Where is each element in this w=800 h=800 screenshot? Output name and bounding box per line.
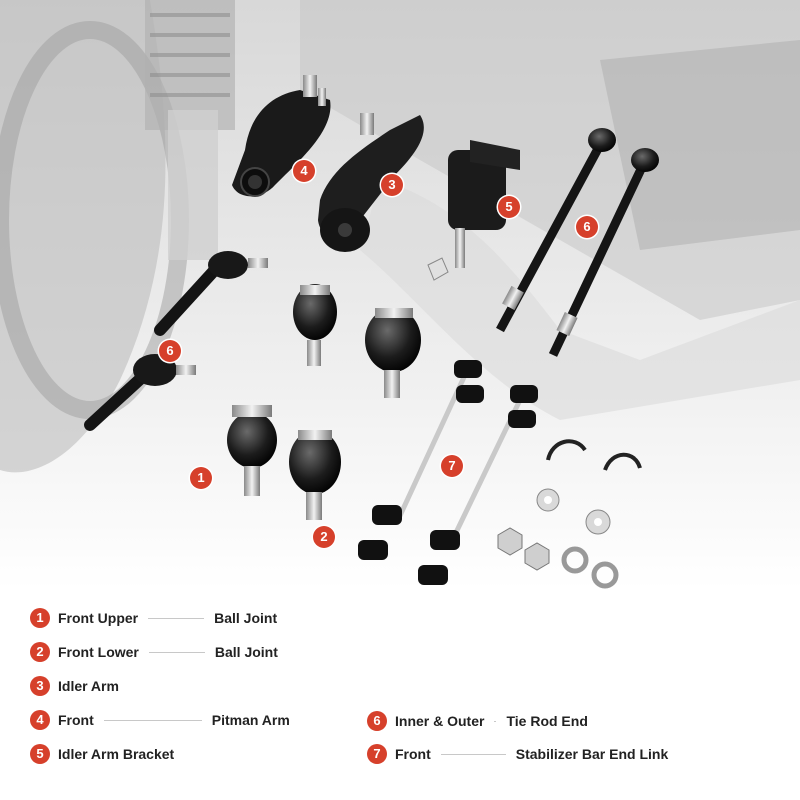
legend-number: 7 <box>367 744 387 764</box>
legend-position: Front Upper <box>58 610 139 626</box>
legend-item-1: 1 Front Upper Ball Joint <box>30 607 277 629</box>
legend-number: 2 <box>30 642 50 662</box>
legend-number: 6 <box>367 711 387 731</box>
legend-number: 5 <box>30 744 50 764</box>
leader-line <box>103 719 202 721</box>
legend-position: Front <box>58 712 94 728</box>
badge-inner-tie-rod: 6 <box>576 216 598 238</box>
background-vehicle-image <box>0 0 800 590</box>
badge-front-lower-ball-joint: 2 <box>313 526 335 548</box>
badge-idler-arm-bracket: 5 <box>498 196 520 218</box>
leader-line <box>148 651 205 653</box>
pitman-arm <box>232 75 331 197</box>
legend-position: Front Lower <box>58 644 139 660</box>
leader-line <box>148 617 205 619</box>
legend-part: Stabilizer Bar End Link <box>515 746 669 762</box>
legend-item-6: 6 Inner & Outer Tie Rod End <box>367 710 588 732</box>
badge-idler-arm: 3 <box>381 174 403 196</box>
legend-number: 3 <box>30 676 50 696</box>
inner-tie-rods <box>496 128 659 357</box>
stabilizer-bar-end-links <box>358 360 538 585</box>
legend-item-7: 7 Front Stabilizer Bar End Link <box>367 743 668 765</box>
legend-item-4: 4 Front Pitman Arm <box>30 709 290 731</box>
outer-tie-rod-ends <box>84 251 268 431</box>
legend-item-3: 3 Idler Arm <box>30 675 119 697</box>
legend-item-2: 2 Front Lower Ball Joint <box>30 641 278 663</box>
legend-position: Idler Arm Bracket <box>58 746 175 762</box>
leader-line <box>440 753 506 755</box>
badge-stabilizer-link: 7 <box>441 455 463 477</box>
legend-position: Idler Arm <box>58 678 119 694</box>
legend-part: Ball Joint <box>214 644 278 660</box>
product-photo <box>0 0 800 590</box>
idler-arm <box>318 113 424 252</box>
badge-pitman-arm: 4 <box>293 160 315 182</box>
legend-position: Inner & Outer <box>395 713 485 729</box>
badge-outer-tie-rod: 6 <box>159 340 181 362</box>
hardware-nuts-washers-clips <box>497 439 642 589</box>
badge-front-upper-ball-joint: 1 <box>190 467 212 489</box>
legend-part: Tie Rod End <box>506 713 588 729</box>
idler-arm-bracket <box>427 140 520 281</box>
leader-line <box>494 720 497 722</box>
legend-number: 4 <box>30 710 50 730</box>
legend-part: Ball Joint <box>214 610 278 626</box>
ball-joints <box>227 284 421 520</box>
legend-number: 1 <box>30 608 50 628</box>
legend-item-5: 5 Idler Arm Bracket <box>30 743 174 765</box>
legend-position: Front <box>395 746 431 762</box>
legend-part: Pitman Arm <box>211 712 290 728</box>
